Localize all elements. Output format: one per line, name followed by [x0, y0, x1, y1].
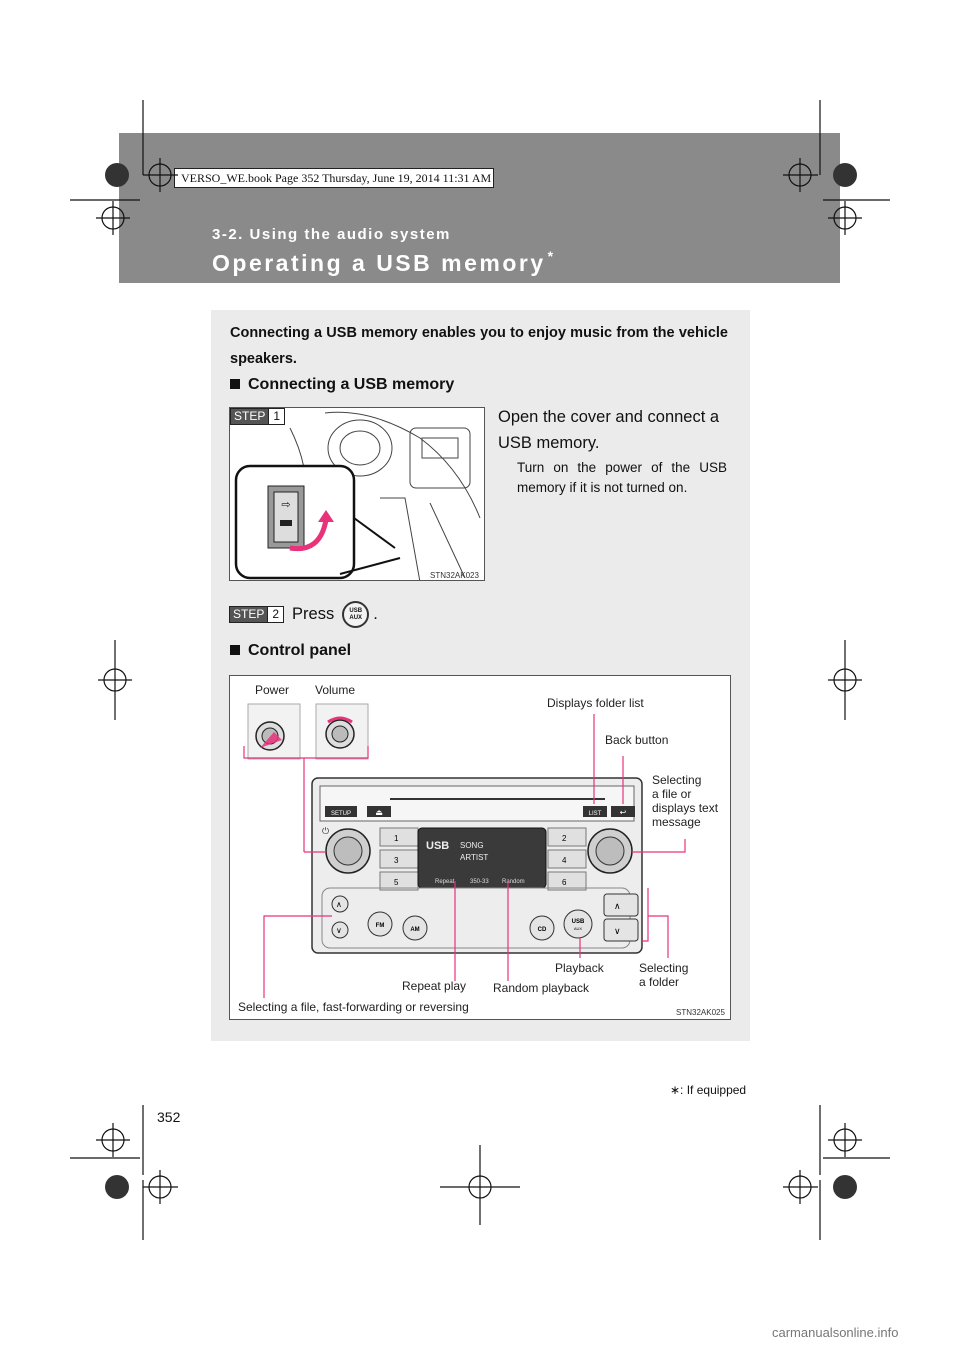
step-label: STEP	[230, 408, 270, 425]
inset-magnifier: ⇨	[234, 464, 401, 580]
folder-up-icon: ∧	[614, 902, 621, 912]
folder-down-icon: ∨	[614, 927, 621, 937]
fm-button: FM	[376, 923, 385, 929]
power-knob-inset	[247, 703, 301, 760]
volume-knob-inset	[315, 703, 369, 760]
down-arrow-icon: ∨	[336, 926, 342, 935]
bullet-square-icon	[230, 645, 240, 655]
display-repeat: Repeat	[435, 879, 455, 885]
control-panel-heading: Control panel	[230, 642, 351, 660]
step1-note: Turn on the power of the USB memory if i…	[517, 460, 727, 495]
figure2-code: STN32AK025	[676, 1008, 725, 1017]
preset-4: 4	[562, 856, 567, 865]
callout-playback: Playback	[555, 961, 604, 975]
usb-button-line1: USB	[349, 607, 363, 614]
watermark: carmanualsonline.info	[772, 1325, 899, 1340]
callout-line: a file or	[652, 787, 692, 801]
connecting-heading: Connecting a USB memory	[230, 376, 454, 394]
page-title: Operating a USB memory*	[212, 248, 556, 277]
display-time: 350-33	[470, 879, 489, 885]
equipped-mark: *	[547, 248, 556, 264]
section-label: 3-2. Using the audio system	[212, 226, 451, 243]
usb-button: USB	[572, 919, 585, 925]
list-button: LIST	[589, 811, 602, 817]
callout-lines	[243, 714, 686, 998]
figure1-code: STN32AK023	[430, 571, 479, 580]
cd-button: CD	[538, 927, 547, 933]
step-number: 1	[269, 408, 286, 425]
eject-icon: ⏏	[375, 808, 383, 817]
book-info-label: VERSO_WE.book Page 352 Thursday, June 19…	[174, 168, 494, 188]
connecting-heading-text: Connecting a USB memory	[248, 376, 455, 393]
step2-period: .	[373, 605, 378, 623]
display-song: SONG	[460, 841, 484, 850]
page-title-text: Operating a USB memory	[212, 250, 546, 276]
callout-power: Power	[255, 683, 290, 697]
preset-1: 1	[394, 834, 399, 843]
footnote: ∗: If equipped	[670, 1083, 747, 1097]
intro-text: Connecting a USB memory enables you to e…	[230, 325, 728, 367]
setup-button: SETUP	[331, 811, 351, 817]
usb-button-line2: AUX	[349, 614, 363, 621]
step2-text: Press	[292, 605, 335, 623]
aux-label: AUX	[574, 926, 583, 931]
step2-number: 2	[268, 606, 285, 623]
callout-back-button: Back button	[605, 733, 669, 747]
callout-selecting-file-ffrev: Selecting a file, fast-forwarding or rev…	[238, 1000, 469, 1014]
callout-repeat-play: Repeat play	[402, 979, 467, 993]
usb-aux-button-icon: USB AUX	[342, 601, 370, 628]
bullet-square-icon	[230, 379, 240, 389]
control-panel-heading-text: Control panel	[248, 642, 352, 659]
am-button: AM	[410, 927, 419, 933]
svg-text:⇨: ⇨	[281, 498, 290, 511]
control-panel-illustration: SETUP ⏏ LIST ↩ ⏻ 1 3 5 2 4 6 USB SONG AR…	[243, 703, 686, 998]
display-source: USB	[426, 840, 449, 852]
callout-line: displays text	[652, 801, 719, 815]
callout-line: Selecting	[652, 773, 702, 787]
step1-text: Open the cover and connect a USB memory.	[498, 408, 720, 452]
header-band	[119, 133, 840, 283]
callout-line: message	[652, 815, 701, 829]
callout-selecting-file-text: Selecting a file or displays text messag…	[652, 773, 718, 829]
preset-5: 5	[394, 878, 399, 887]
figure-control-panel: SETUP ⏏ LIST ↩ ⏻ 1 3 5 2 4 6 USB SONG AR…	[229, 675, 731, 1020]
display-random: Random	[502, 879, 525, 885]
preset-6: 6	[562, 878, 567, 887]
preset-3: 3	[394, 856, 399, 865]
preset-2: 2	[562, 834, 567, 843]
display-artist: ARTIST	[460, 853, 488, 862]
callout-line: Selecting	[639, 961, 689, 975]
callout-line: a folder	[639, 975, 680, 989]
back-icon: ↩	[620, 808, 627, 817]
callout-displays-folder-list: Displays folder list	[547, 696, 644, 710]
car-interior-illustration: ⇨	[234, 411, 481, 580]
page-number: 352	[157, 1109, 181, 1125]
step2-label: STEP	[229, 606, 269, 623]
callout-volume: Volume	[315, 683, 356, 697]
up-arrow-icon: ∧	[336, 900, 342, 909]
callout-selecting-folder: Selecting a folder	[639, 961, 688, 989]
power-symbol-icon: ⏻	[322, 826, 329, 837]
callout-random-playback: Random playback	[493, 981, 590, 995]
